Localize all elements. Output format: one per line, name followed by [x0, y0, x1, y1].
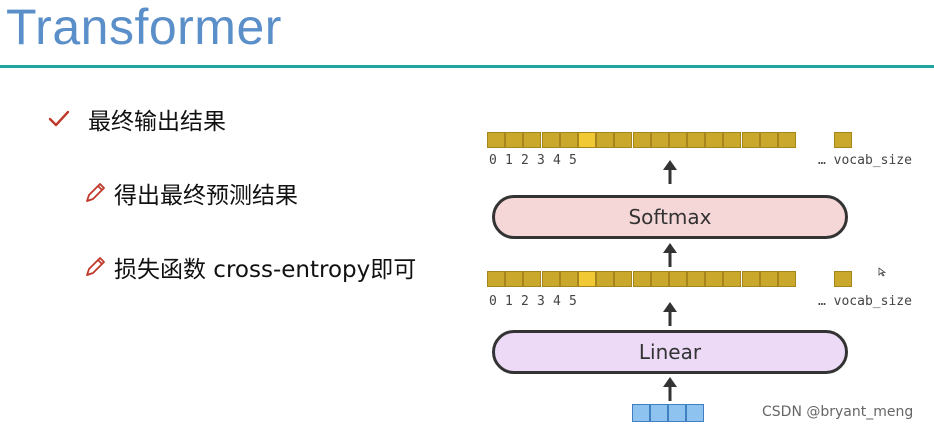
- vector-cell: [559, 132, 578, 148]
- vector-cell: [505, 271, 524, 287]
- bullet-loss: 损失函数 cross-entropy即可: [82, 252, 417, 283]
- vector-cell: [759, 271, 778, 287]
- vector-cell: [541, 132, 560, 148]
- check-icon: [48, 110, 70, 127]
- vector-cell: [705, 271, 724, 287]
- bullet-sub2-text: 损失函数 cross-entropy即可: [114, 257, 417, 283]
- vector-cell: [614, 271, 633, 287]
- index-label: 2: [521, 153, 529, 168]
- vector-cell: [596, 132, 615, 148]
- arrow-up-icon: [663, 160, 677, 184]
- vector-cell: [487, 132, 505, 148]
- bullet-sub1-text: 得出最终预测结果: [114, 183, 298, 209]
- top-index-labels: 0 1 2 3 4 5: [489, 153, 585, 168]
- vector-cell: [632, 271, 651, 287]
- vector-cell: [505, 132, 524, 148]
- input-cell: [632, 404, 650, 422]
- input-cell: [650, 404, 668, 422]
- vector-cell: [614, 132, 633, 148]
- vector-cell: [668, 271, 687, 287]
- vector-cell: [668, 132, 687, 148]
- vector-cell: [559, 271, 578, 287]
- vector-cell-last: [834, 132, 852, 148]
- vector-cell: [687, 271, 706, 287]
- vector-cell: [632, 132, 651, 148]
- index-label: 0: [489, 153, 497, 168]
- title-divider: [0, 65, 934, 68]
- logits-vector: [487, 271, 796, 287]
- softmax-output-vector: [487, 132, 796, 148]
- vector-cell: [523, 132, 542, 148]
- vector-cell: [723, 271, 742, 287]
- index-label: 4: [553, 153, 561, 168]
- index-label: 1: [505, 294, 513, 309]
- index-label: 5: [569, 153, 577, 168]
- vector-cell: [650, 271, 669, 287]
- index-label: 4: [553, 294, 561, 309]
- softmax-layer: Softmax: [492, 195, 848, 239]
- input-cell: [686, 404, 704, 422]
- index-label: 5: [569, 294, 577, 309]
- decoder-output-vector: [632, 404, 704, 422]
- top-vocab-size-label: … vocab_size: [818, 153, 912, 168]
- vector-cell: [741, 271, 760, 287]
- index-label: 0: [489, 294, 497, 309]
- index-label: 2: [521, 294, 529, 309]
- linear-layer: Linear: [492, 330, 848, 374]
- vector-cell: [596, 271, 615, 287]
- vector-cell-highlighted: [577, 271, 596, 287]
- vector-cell: [705, 132, 724, 148]
- index-label: 1: [505, 153, 513, 168]
- pencil-icon: [86, 257, 105, 276]
- vector-cell: [487, 271, 505, 287]
- watermark: CSDN @bryant_meng: [762, 404, 914, 420]
- vector-cell: [778, 271, 796, 287]
- input-cell: [668, 404, 686, 422]
- vector-cell: [759, 132, 778, 148]
- vector-cell: [650, 132, 669, 148]
- vector-cell-highlighted: [577, 132, 596, 148]
- vector-cell: [723, 132, 742, 148]
- bullet-prediction: 得出最终预测结果: [82, 178, 298, 209]
- vector-cell: [778, 132, 796, 148]
- arrow-up-icon: [663, 243, 677, 267]
- bullet-final-output: 最终输出结果: [48, 104, 226, 135]
- index-label: 3: [537, 294, 545, 309]
- bullet-main-text: 最终输出结果: [88, 109, 226, 135]
- arrow-up-icon: [663, 302, 677, 326]
- vector-cell-last: [834, 271, 852, 287]
- vector-cell: [523, 271, 542, 287]
- arrow-up-icon: [663, 377, 677, 401]
- mouse-cursor-icon: [878, 267, 886, 277]
- vector-cell: [741, 132, 760, 148]
- vector-cell: [541, 271, 560, 287]
- pencil-icon: [86, 183, 105, 202]
- mid-index-labels: 0 1 2 3 4 5: [489, 294, 585, 309]
- slide-title: Transformer: [6, 0, 282, 55]
- mid-vocab-size-label: … vocab_size: [818, 294, 912, 309]
- index-label: 3: [537, 153, 545, 168]
- vector-cell: [687, 132, 706, 148]
